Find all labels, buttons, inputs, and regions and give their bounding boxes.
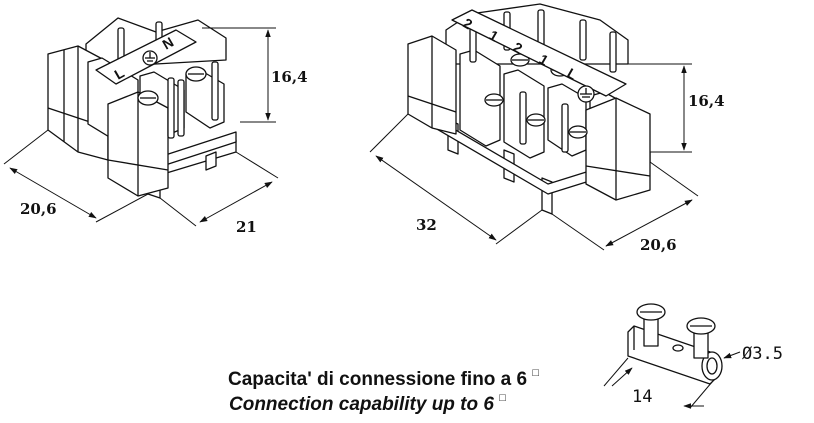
connector-length-label: 14	[632, 387, 652, 407]
square-mm-symbol: □	[499, 392, 506, 404]
block-a-depth-label: 21	[236, 218, 257, 236]
block-a-height-label: 16,4	[271, 68, 308, 86]
block-b-length-label: 32	[416, 216, 437, 234]
caption-english-text: Connection capability up to 6	[229, 394, 494, 415]
connector-dimension-lines	[603, 351, 741, 409]
caption-italian-text: Capacita' di connessione fino a 6	[228, 369, 528, 390]
terminal-block-2way	[47, 17, 237, 199]
block-b-height-label: 16,4	[688, 92, 725, 110]
connector-bridge	[627, 303, 723, 385]
caption-english: Connection capability up to 6 □	[229, 392, 506, 416]
connector-diameter-label: Ø3.5	[742, 344, 783, 364]
block-b-dimension-lines	[369, 63, 699, 251]
block-b-depth-label: 20,6	[640, 236, 677, 254]
block-a-dimension-lines	[3, 27, 279, 227]
caption-italian: Capacita' di connessione fino a 6 □	[228, 367, 540, 391]
block-a-width-label: 20,6	[20, 200, 57, 218]
terminal-block-5way	[407, 3, 651, 215]
square-mm-symbol: □	[532, 367, 540, 379]
